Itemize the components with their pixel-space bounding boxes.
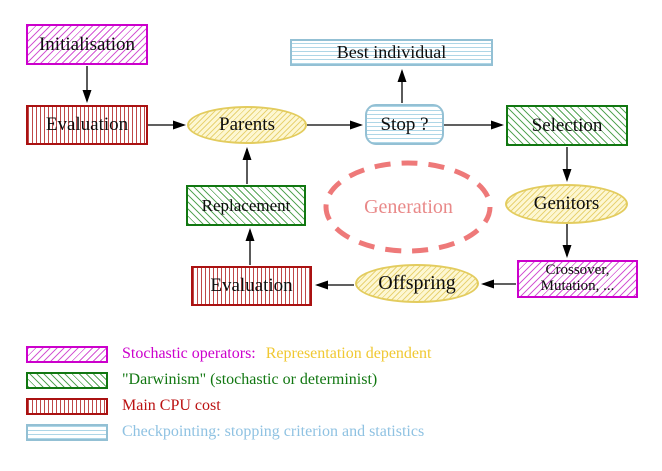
legend-label-main-cpu-cost: Main CPU cost [122, 397, 221, 414]
legend-swatch-cyan-stripes [26, 423, 108, 441]
legend-row-stochastic-operators: Stochastic operators: Representation depe… [26, 345, 431, 363]
node-parents-label: Parents [219, 114, 275, 136]
node-best-individual: Best individual [290, 39, 493, 66]
legend-label-stochastic-operators: Stochastic operators: [122, 345, 256, 362]
node-selection-label: Selection [531, 114, 603, 136]
node-replacement-label: Replacement [201, 195, 291, 215]
node-stop: Stop ? [365, 104, 444, 145]
generation-cycle-label: Generation [325, 163, 492, 252]
node-evaluation-top-label: Evaluation [45, 114, 129, 136]
node-genitors-label: Genitors [533, 193, 600, 215]
node-initialisation: Initialisation [26, 24, 148, 65]
node-replacement: Replacement [186, 185, 306, 226]
node-offspring-label: Offspring [378, 272, 456, 294]
node-crossover-mutation: Crossover, Mutation, ... [517, 260, 638, 298]
node-initialisation-label: Initialisation [38, 33, 136, 55]
node-selection: Selection [506, 105, 628, 146]
legend-label-darwinism: "Darwinism" (stochastic or determinist) [122, 371, 378, 388]
node-parents: Parents [187, 106, 307, 144]
legend-label-representation-dependent: Representation dependent [265, 345, 432, 362]
legend-row-checkpointing: Checkpointing: stopping criterion and st… [26, 423, 424, 441]
node-offspring: Offspring [355, 264, 479, 303]
node-best-individual-label: Best individual [336, 42, 447, 63]
legend-swatch-red-stripes [26, 397, 108, 415]
node-evaluation-top: Evaluation [26, 105, 148, 145]
legend-label-checkpointing: Checkpointing: stopping criterion and st… [122, 423, 425, 440]
node-crossover-label-line1: Crossover, [545, 262, 610, 279]
legend-swatch-magenta-hatch [26, 345, 108, 363]
legend-row-darwinism: "Darwinism" (stochastic or determinist) [26, 371, 377, 389]
node-evaluation-bottom-label: Evaluation [210, 275, 293, 297]
node-evaluation-bottom: Evaluation [191, 266, 312, 306]
legend-row-main-cpu-cost: Main CPU cost [26, 397, 221, 415]
legend-swatch-green-hatch [26, 371, 108, 389]
node-genitors: Genitors [505, 184, 628, 224]
node-crossover-label-line2: Mutation, ... [540, 278, 615, 294]
generation-text: Generation [364, 196, 453, 218]
node-stop-label: Stop ? [380, 113, 429, 135]
